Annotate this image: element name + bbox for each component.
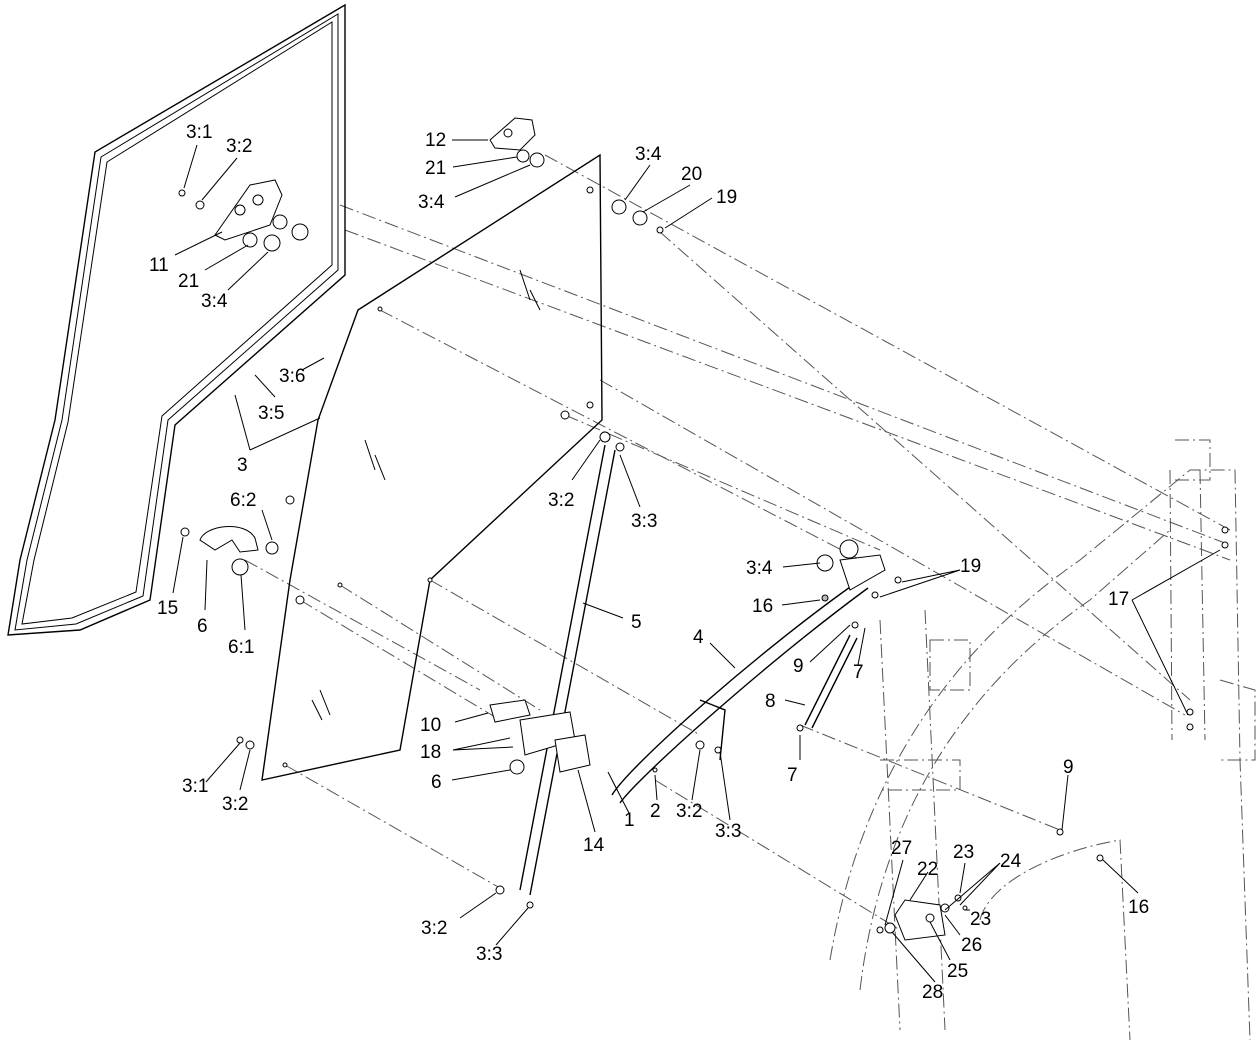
callout-12: 12 — [425, 130, 446, 151]
callout-3-2-bottom: 3:2 — [421, 918, 447, 939]
callout-6-left: 6 — [197, 616, 208, 637]
callout-18: 18 — [420, 742, 441, 763]
callout-17: 17 — [1108, 589, 1129, 610]
leader-lines — [172, 139, 1221, 983]
callout-14: 14 — [583, 835, 605, 856]
callout-labels: 3:1 3:2 11 21 3:4 12 21 3:4 3:4 20 19 3:… — [149, 122, 1149, 1003]
callout-3-3-mid: 3:3 — [631, 511, 657, 532]
callout-16-low: 16 — [1128, 897, 1149, 918]
door-glass-icon — [261, 153, 603, 781]
alignment-lines — [244, 154, 1231, 931]
callout-21-top: 21 — [425, 158, 446, 179]
callout-3-2-low: 3:2 — [222, 794, 248, 815]
callout-3-4-left: 3:4 — [201, 291, 228, 312]
callout-3-1-top: 3:1 — [186, 122, 212, 143]
callout-20: 20 — [681, 164, 702, 185]
callout-1: 1 — [624, 810, 635, 831]
callout-2: 2 — [650, 801, 661, 822]
callout-3-6: 3:6 — [279, 366, 305, 387]
callout-26: 26 — [961, 935, 982, 956]
callout-6-lower: 6 — [431, 772, 442, 793]
callout-16-right: 16 — [752, 596, 773, 617]
callout-10: 10 — [420, 715, 441, 736]
callout-6-1: 6:1 — [228, 637, 254, 658]
callout-6-2: 6:2 — [230, 490, 256, 511]
callout-3-3-bracket: 3:3 — [715, 821, 741, 842]
gas-strut-icon — [796, 621, 859, 732]
callout-9-low: 9 — [1063, 757, 1074, 778]
cab-frame-icon — [829, 439, 1256, 1041]
callout-3-2-top: 3:2 — [226, 136, 252, 157]
callout-21-left: 21 — [178, 271, 199, 292]
callout-27: 27 — [891, 838, 912, 859]
callout-22: 22 — [917, 859, 938, 880]
callout-4: 4 — [693, 627, 704, 648]
callout-3-2-bracket: 3:2 — [676, 801, 702, 822]
callout-9-mid: 9 — [793, 656, 804, 677]
callout-5: 5 — [631, 612, 642, 633]
callout-3-1-low: 3:1 — [182, 776, 208, 797]
hinge-icon — [214, 117, 536, 241]
callout-11: 11 — [149, 255, 169, 276]
callout-28: 28 — [922, 982, 943, 1003]
callout-3-3-bottom: 3:3 — [476, 944, 502, 965]
callout-3-4-topmid: 3:4 — [418, 192, 445, 213]
callout-15: 15 — [157, 598, 178, 619]
callout-7-upper: 7 — [853, 662, 864, 683]
callout-3: 3 — [237, 455, 248, 476]
callout-24: 24 — [1000, 851, 1022, 872]
callout-3-4-topright: 3:4 — [635, 144, 662, 165]
callout-19-top: 19 — [716, 187, 737, 208]
callout-3-2-mid: 3:2 — [548, 490, 574, 511]
callout-23-low: 23 — [970, 909, 991, 930]
latch-icon — [876, 894, 968, 941]
callout-8: 8 — [765, 691, 776, 712]
callout-7-lower: 7 — [787, 765, 798, 786]
callout-25: 25 — [947, 961, 968, 982]
door-seal-icon — [7, 3, 346, 636]
callout-23-top: 23 — [953, 842, 974, 863]
callout-3-4-right: 3:4 — [746, 558, 773, 579]
brace-rod-icon — [489, 444, 886, 896]
callout-3-5: 3:5 — [258, 403, 284, 424]
hardware-group — [178, 149, 1229, 909]
door-handle-icon — [180, 525, 259, 576]
callout-19-right: 19 — [960, 556, 981, 577]
